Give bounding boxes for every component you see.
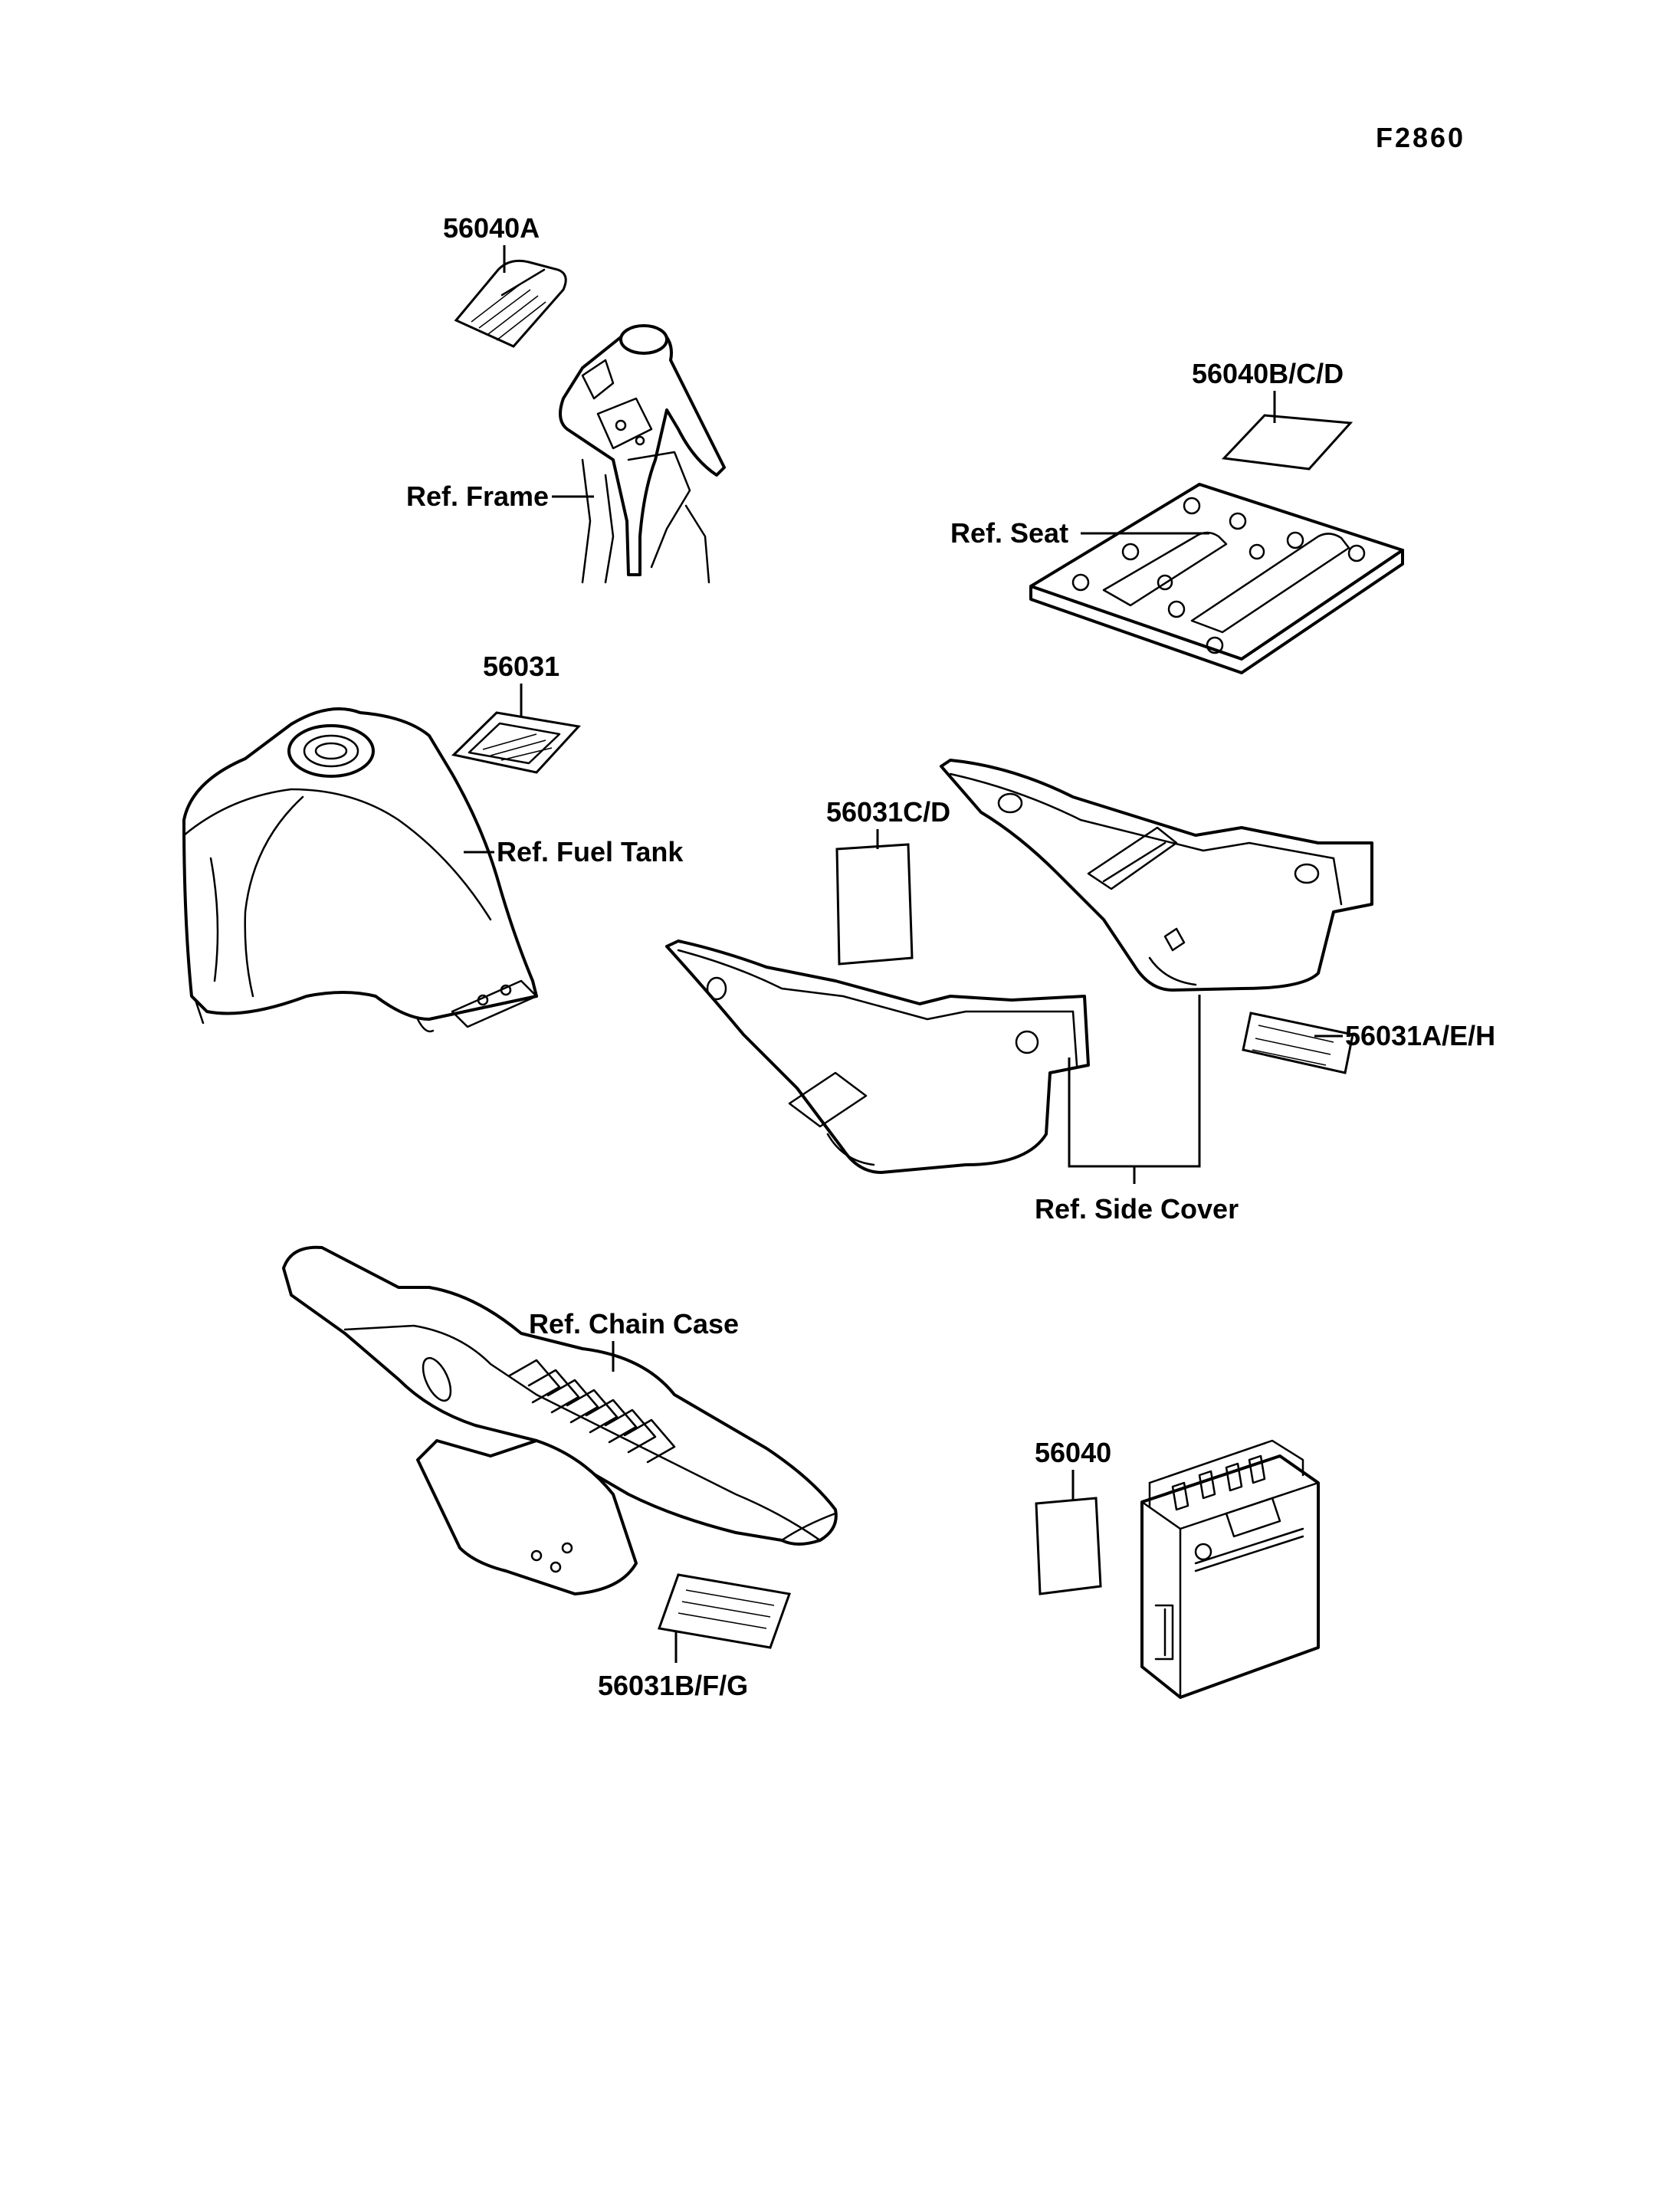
side-cover-left-part (665, 939, 1090, 1174)
fuel-tank-part (182, 707, 538, 1033)
decal-56031CD (835, 843, 914, 966)
label-ref-fuel-tank: Ref. Fuel Tank (497, 836, 684, 867)
figure-code: F2860 (1376, 122, 1465, 153)
label-56031AEH: 56031A/E/H (1345, 1020, 1495, 1051)
label-56040: 56040 (1035, 1437, 1111, 1468)
decal-56040A (454, 259, 567, 348)
label-ref-frame: Ref. Frame (406, 480, 549, 512)
label-56040BCD: 56040B/C/D (1192, 358, 1344, 389)
battery-part (1140, 1439, 1320, 1699)
side-cover-right-part (940, 759, 1373, 992)
label-ref-chain-case: Ref. Chain Case (529, 1308, 739, 1340)
frame-part (559, 324, 726, 584)
label-56031BFG: 56031B/F/G (598, 1670, 748, 1701)
decal-56040BCD (1221, 414, 1354, 471)
label-ref-side-cover: Ref. Side Cover (1035, 1193, 1239, 1225)
label-ref-seat: Ref. Seat (950, 517, 1068, 549)
decal-56031 (451, 711, 581, 774)
chain-case-part (282, 1245, 838, 1595)
decal-56040 (1035, 1497, 1102, 1595)
label-56031CD: 56031C/D (826, 796, 950, 828)
label-56040A: 56040A (443, 212, 540, 244)
leader-ref-side-cover (1068, 995, 1201, 1184)
decal-56031AEH (1242, 1012, 1354, 1074)
label-56031: 56031 (483, 651, 559, 682)
seat-part (1029, 483, 1404, 674)
decal-56031BFG (657, 1573, 792, 1649)
